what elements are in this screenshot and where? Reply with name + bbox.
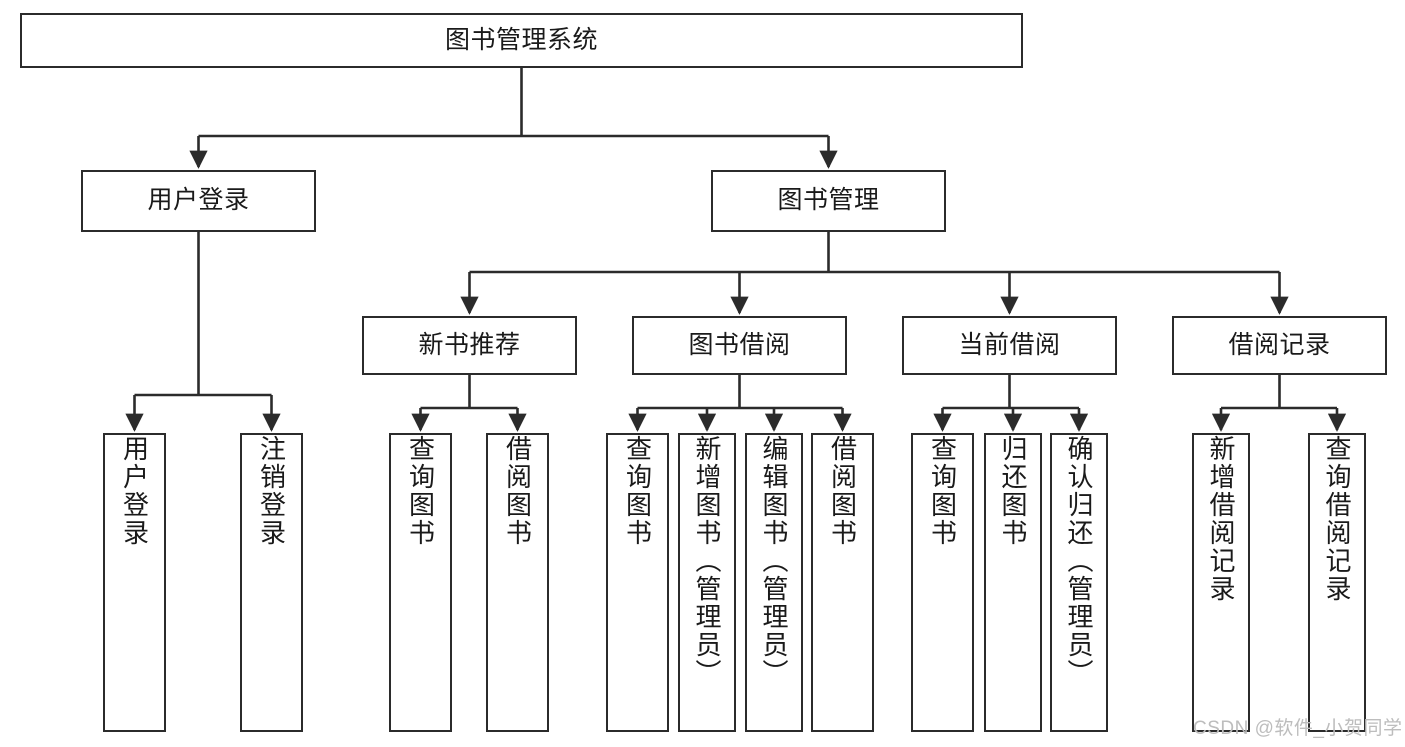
node-leaf-borrow-book[interactable]: 借阅图书: [811, 433, 874, 732]
node-leaf-edit-book-admin[interactable]: 编辑图书（管理员）: [745, 433, 803, 732]
node-label: 查询图书: [622, 435, 653, 547]
node-label: 用户登录: [147, 186, 250, 215]
node-label: 确认归还（管理员）: [1064, 435, 1094, 687]
node-leaf-query-book-current[interactable]: 查询图书: [911, 433, 974, 732]
node-leaf-return-book[interactable]: 归还图书: [984, 433, 1042, 732]
node-label: 借阅图书: [502, 435, 533, 547]
node-book-borrow[interactable]: 图书借阅: [632, 316, 847, 375]
node-book-management[interactable]: 图书管理: [711, 170, 946, 232]
node-label: 查询借阅记录: [1322, 435, 1352, 603]
node-label: 借阅记录: [1228, 330, 1331, 359]
node-label: 图书管理: [777, 186, 880, 215]
node-label: 查询图书: [927, 435, 958, 547]
node-label: 用户登录: [119, 435, 150, 547]
node-label: 注销登录: [256, 435, 287, 547]
node-label: 当前借阅: [958, 330, 1061, 359]
node-label: 借阅图书: [827, 435, 858, 547]
node-leaf-query-book-recommend[interactable]: 查询图书: [389, 433, 452, 732]
node-leaf-add-borrow-record[interactable]: 新增借阅记录: [1192, 433, 1250, 732]
node-leaf-query-borrow-record[interactable]: 查询借阅记录: [1308, 433, 1366, 732]
node-leaf-confirm-return-admin[interactable]: 确认归还（管理员）: [1050, 433, 1108, 732]
node-label: 图书管理系统: [444, 25, 598, 54]
node-label: 新增图书（管理员）: [692, 435, 722, 687]
node-leaf-add-book-admin[interactable]: 新增图书（管理员）: [678, 433, 736, 732]
csdn-watermark: CSDN @软件_小贺同学: [1193, 718, 1403, 739]
node-label: 新增借阅记录: [1206, 435, 1236, 603]
node-new-book-recommend[interactable]: 新书推荐: [362, 316, 577, 375]
node-current-borrow[interactable]: 当前借阅: [902, 316, 1117, 375]
node-label: 编辑图书（管理员）: [759, 435, 789, 687]
node-label: 归还图书: [998, 435, 1028, 547]
node-leaf-user-login[interactable]: 用户登录: [103, 433, 166, 732]
node-label: 图书借阅: [688, 330, 791, 359]
node-label: 查询图书: [405, 435, 436, 547]
node-leaf-query-book-borrow[interactable]: 查询图书: [606, 433, 669, 732]
node-user-login[interactable]: 用户登录: [81, 170, 316, 232]
node-label: 新书推荐: [418, 330, 521, 359]
node-leaf-logout-login[interactable]: 注销登录: [240, 433, 303, 732]
node-borrow-record[interactable]: 借阅记录: [1172, 316, 1387, 375]
node-leaf-borrow-book-recommend[interactable]: 借阅图书: [486, 433, 549, 732]
node-root[interactable]: 图书管理系统: [20, 13, 1023, 68]
